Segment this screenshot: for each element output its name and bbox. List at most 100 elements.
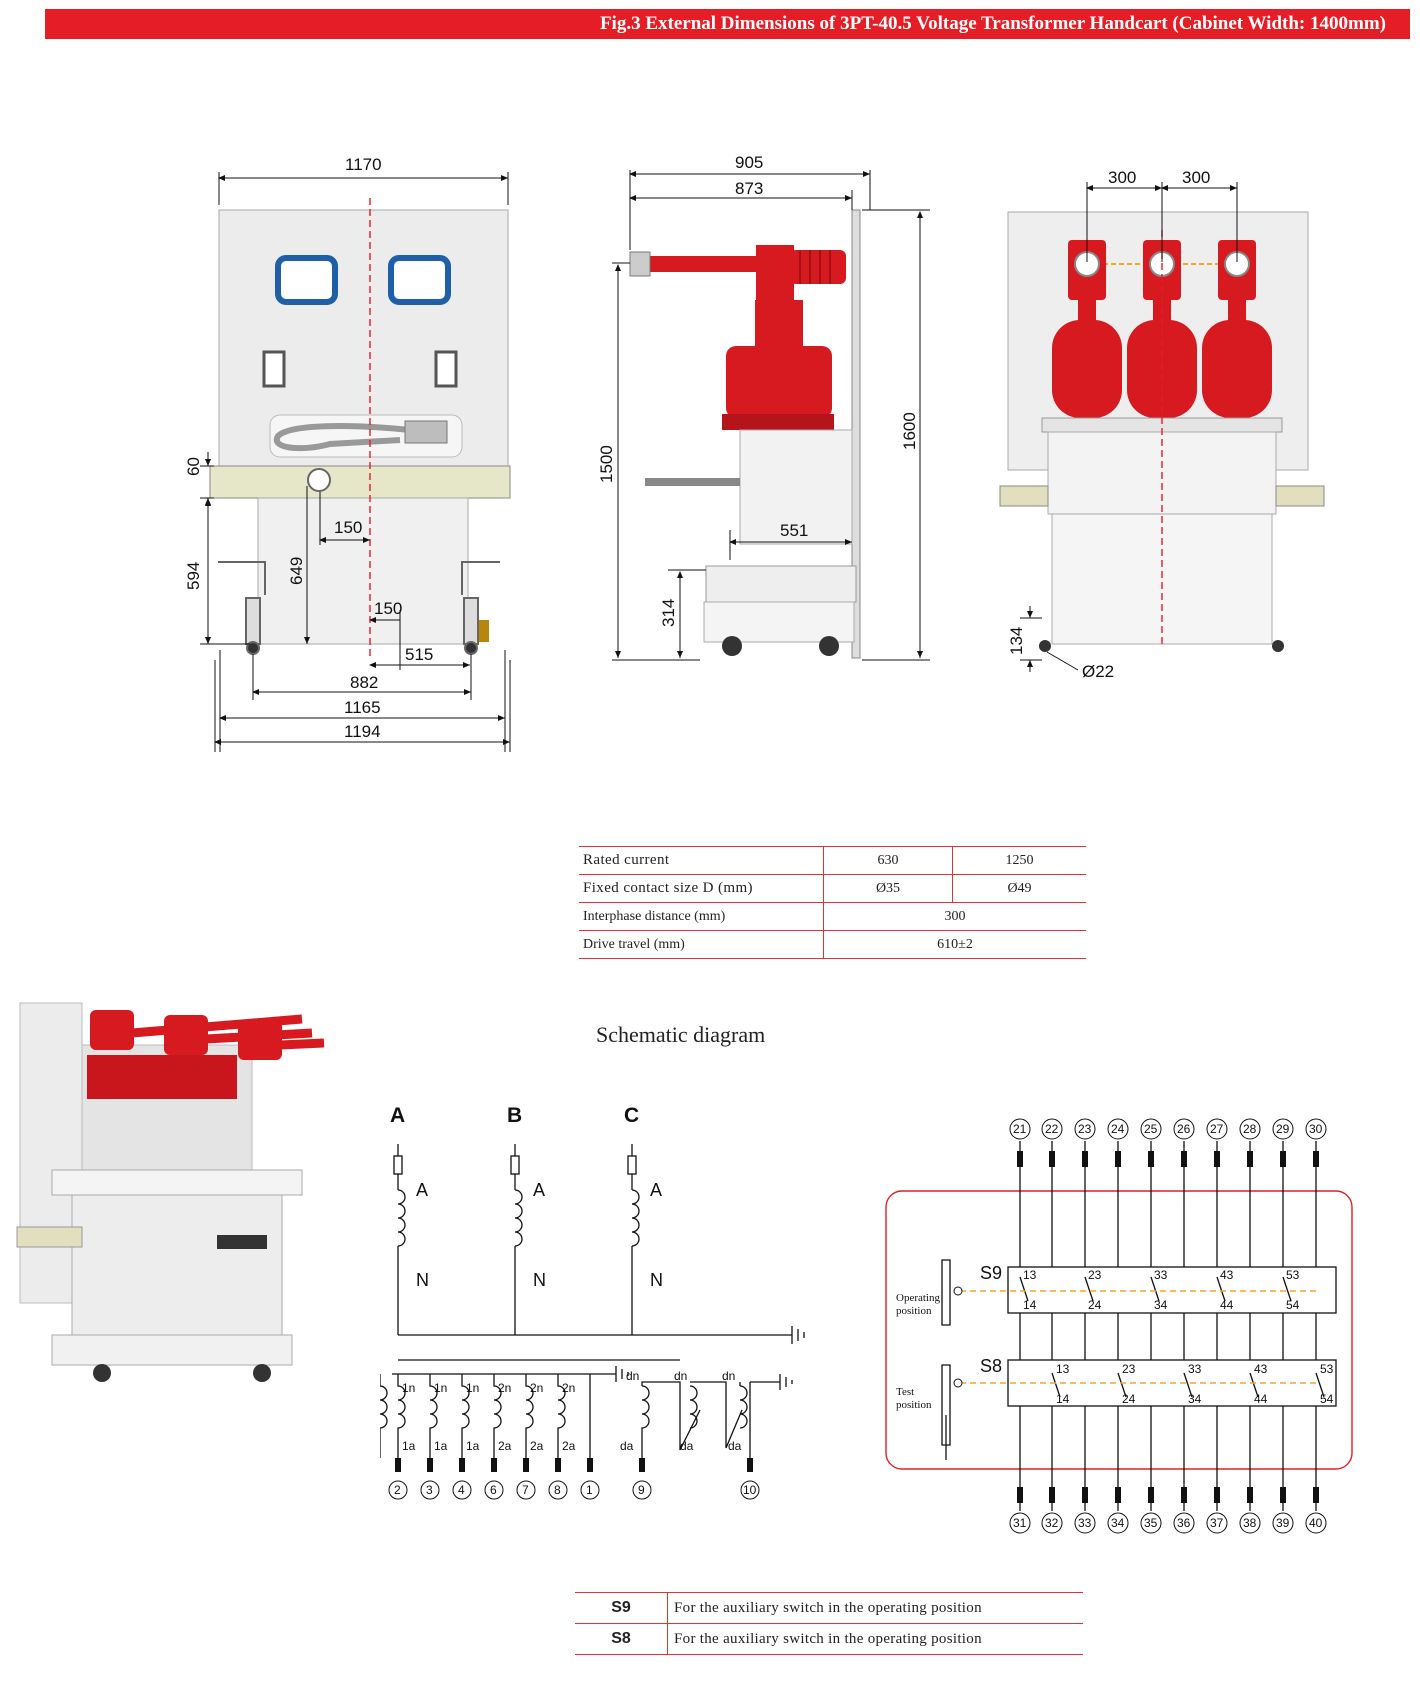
spring-rod <box>645 478 740 486</box>
legend-description: For the auxiliary switch in the operatin… <box>667 1623 1083 1655</box>
photo-arms <box>131 1014 325 1050</box>
photo-handle <box>217 1235 267 1249</box>
winding-bottom-label: 1a <box>466 1439 480 1453</box>
dim-134: 134 <box>1007 627 1026 655</box>
winding-top-label: 1n <box>434 1381 447 1395</box>
s9-label: S9 <box>980 1263 1002 1283</box>
spec-label: Interphase distance (mm) <box>579 902 824 931</box>
aux-terminal-top: 21 <box>1013 1122 1027 1136</box>
pt-base <box>722 414 834 430</box>
terminal-number: 10 <box>743 1483 757 1497</box>
dim-150-lower: 150 <box>374 599 402 618</box>
winding-bottom-label: 1a <box>434 1439 448 1453</box>
rear-wheel-left <box>1039 640 1051 652</box>
dim-515: 515 <box>405 645 433 664</box>
s9-contact-lower: 34 <box>1154 1298 1168 1312</box>
s8-contact-upper: 13 <box>1056 1362 1070 1376</box>
winding-top-label: 1n <box>402 1381 415 1395</box>
rear-rail-right <box>1275 485 1325 507</box>
s8-contact-lower: 54 <box>1320 1392 1334 1406</box>
aux-terminal-top: 23 <box>1078 1122 1092 1136</box>
phase-c-label: C <box>624 1104 639 1127</box>
aux-switch-diagram: 21 22 23 24 25 26 27 28 29 30 31 32 33 3… <box>885 1118 1353 1534</box>
pt-neck <box>755 300 803 350</box>
aux-terminal-top: 28 <box>1243 1122 1257 1136</box>
dimension-drawings: 1170 60 594 649 150 150 515 882 1165 119… <box>184 153 1325 752</box>
aux-terminal-bottom: 38 <box>1243 1516 1257 1530</box>
rear-view: 300 300 134 Ø22 <box>999 168 1325 681</box>
spec-table: Rated current 630 1250 Fixed contact siz… <box>579 846 1086 959</box>
aux-terminal-bottom: 36 <box>1177 1516 1191 1530</box>
rear-rail-left <box>999 485 1049 507</box>
primary-b-label: A <box>533 1180 545 1200</box>
legend-symbol: S8 <box>575 1623 668 1655</box>
s9-contact-upper: 33 <box>1154 1268 1168 1282</box>
plug <box>404 420 448 444</box>
winding-bottom-label: 1a <box>402 1439 416 1453</box>
spec-label: Rated current <box>579 846 824 875</box>
spec-value: Ø35 <box>823 874 953 903</box>
aux-terminal-bottom: 37 <box>1210 1516 1224 1530</box>
table-row: S8 For the auxiliary switch in the opera… <box>575 1623 1083 1655</box>
aux-switch-frame <box>885 1190 1353 1470</box>
aux-terminal-top: 22 <box>1045 1122 1059 1136</box>
figure-title-banner: Fig.3 External Dimensions of 3PT-40.5 Vo… <box>45 9 1410 39</box>
winding-top-label: 2n <box>498 1381 511 1395</box>
delta-bottom-label: da <box>620 1439 634 1453</box>
side-dimensions <box>612 170 930 661</box>
neutral-b-label: N <box>533 1270 546 1290</box>
winding-bottom-label: 2a <box>562 1439 576 1453</box>
chassis <box>257 497 469 645</box>
front-view: 1170 60 594 649 150 150 515 882 1165 119… <box>184 155 511 752</box>
viewing-window-right <box>388 255 451 305</box>
spec-value: Ø49 <box>952 874 1086 903</box>
photo-wheel-2 <box>253 1364 271 1382</box>
upper-insulator <box>790 250 846 284</box>
dim-314: 314 <box>659 599 678 627</box>
photo-insulator-1 <box>90 1010 134 1050</box>
product-photo <box>16 1002 325 1382</box>
s9-contact-lower: 54 <box>1286 1298 1300 1312</box>
rail-knob <box>307 468 331 492</box>
legend-symbol: S9 <box>575 1592 668 1624</box>
schematic-title: Schematic diagram <box>596 1022 766 1047</box>
viewing-window-left <box>275 255 338 305</box>
dim-1170: 1170 <box>345 155 382 174</box>
indicator-right <box>434 350 458 388</box>
left-wheel-frame <box>218 561 266 655</box>
spec-value: 630 <box>823 846 953 875</box>
table-row: Drive travel (mm) 610±2 <box>579 930 1086 959</box>
side-chassis <box>739 429 853 545</box>
right-wheel-frame <box>461 561 500 655</box>
delta-top-label: dn <box>674 1369 687 1383</box>
dim-873: 873 <box>735 179 763 198</box>
neutral-a-label: N <box>416 1270 429 1290</box>
s8-contact-lower: 24 <box>1122 1392 1136 1406</box>
aux-terminal-bottom: 34 <box>1111 1516 1125 1530</box>
dim-882: 882 <box>350 673 378 692</box>
table-row: Interphase distance (mm) 300 <box>579 902 1086 931</box>
side-view: 905 873 1600 1500 551 314 <box>597 153 930 661</box>
neutral-c-label: N <box>650 1270 663 1290</box>
terminal-number: 6 <box>490 1483 497 1497</box>
photo-pt-body <box>87 1055 237 1099</box>
phase-b-label: B <box>507 1104 522 1127</box>
delta-bottom-label: da <box>680 1439 694 1453</box>
test-position-label: Test <box>896 1386 914 1398</box>
spec-value: 1250 <box>952 846 1086 875</box>
terminal-number: 3 <box>426 1483 433 1497</box>
table-row: Fixed contact size D (mm) Ø35 Ø49 <box>579 874 1086 903</box>
s9-contact-upper: 43 <box>1220 1268 1234 1282</box>
dim-1165: 1165 <box>344 698 381 717</box>
photo-base <box>51 1334 293 1366</box>
winding-top-label: 2n <box>530 1381 543 1395</box>
indicator-left <box>262 350 286 388</box>
dim-649: 649 <box>287 557 306 585</box>
photo-body <box>71 1194 283 1336</box>
aux-terminal-top: 27 <box>1210 1122 1224 1136</box>
phase-c-insulator <box>1202 240 1272 418</box>
front-dimensions <box>200 172 511 752</box>
aux-terminal-top: 29 <box>1276 1122 1290 1136</box>
s9-contact-upper: 53 <box>1286 1268 1300 1282</box>
terminal-number: 1 <box>586 1483 593 1497</box>
